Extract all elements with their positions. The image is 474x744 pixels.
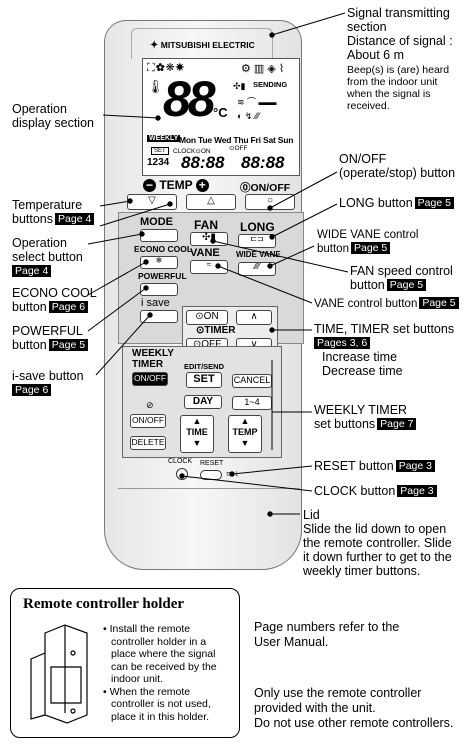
temp-label: TEMP [159, 178, 193, 192]
celsius-unit: °C [213, 105, 228, 120]
set-button[interactable]: SET [186, 372, 222, 388]
fan-label: FAN [194, 218, 218, 232]
clock-label: CLOCK [168, 458, 193, 465]
powerful-label: POWERFUL [138, 271, 187, 281]
weekly-onoff-set-button[interactable]: ON/OFF [130, 414, 166, 428]
time-increase-button[interactable]: ∧ [236, 310, 272, 325]
temp-up-button[interactable]: △ [186, 194, 236, 210]
timer-label: ⊙TIMER [196, 325, 236, 336]
wide-vane-button[interactable]: ⁄⁄⁄⁄ [238, 262, 276, 276]
temperature-digits: 88 [163, 71, 216, 127]
onoff-label: ⓪ON/OFF [240, 182, 291, 194]
econo-cool-button[interactable]: ❄ [140, 256, 178, 269]
holder-title: Remote controller holder [23, 596, 185, 612]
holder-box: Remote controller holder • Install the r… [10, 588, 240, 738]
weekly-onoff-button[interactable]: ON/OFF [132, 372, 168, 386]
time-display-2: 88:88 [241, 153, 285, 172]
edit-send-label: EDIT/SEND [184, 362, 225, 371]
mode-label: MODE [140, 216, 173, 228]
holder-instructions: • Install the remote controller holder i… [103, 623, 217, 723]
plus-icon: + [195, 179, 209, 192]
set-indicator: SET [151, 147, 169, 155]
econo-label: ECONO COOL [134, 244, 193, 254]
time-set-button[interactable]: ▲TIME▼ [180, 415, 214, 453]
vane-icon: ≋ ⌒ ▬▬ [237, 97, 277, 107]
swing-icon: ◐ ↯ ⁄⁄⁄ [237, 111, 260, 121]
onoff-callout: ON/OFF(operate/stop) button [339, 152, 456, 180]
wide-vane-label: WIDE VANE [236, 250, 281, 259]
operation-display: ⛶✿❋☀ ⚙ ▥ ◈ ⌇ 🌡 88 °C ✣▮ SENDING ≋ ⌒ ▬▬ ◐… [142, 58, 300, 176]
signal-transmitter [131, 28, 273, 59]
fan-icon: ✣▮ [233, 81, 246, 91]
sending-indicator: SENDING [253, 80, 288, 89]
reset-label: RESET [200, 460, 224, 467]
day-button[interactable]: DAY [184, 395, 222, 409]
lid-edge [118, 488, 300, 489]
status-icons: ⚙ ▥ ◈ ⌇ [241, 63, 285, 75]
minus-icon: − [143, 179, 156, 192]
clock-icon: ⊘ [146, 400, 154, 410]
thermometer-icon: 🌡 [147, 79, 164, 94]
mode-icons: ⛶✿❋☀ [147, 62, 186, 74]
powerful-button[interactable] [140, 283, 178, 296]
weekly-indicator: WEEKLY [147, 135, 181, 142]
vane-label: VANE [190, 247, 220, 259]
time-display-1: 88:88 [181, 153, 225, 172]
off-indicator: ⊙OFF [229, 145, 248, 152]
long-label: LONG [240, 220, 275, 234]
program-numbers: 1234 [147, 157, 170, 168]
long-button[interactable]: ⊏⊐ [238, 234, 276, 248]
weekdays-row: Mon Tue Wed Thu Fri Sat Sun [179, 135, 294, 145]
temp-row-label: − TEMP + [143, 178, 209, 192]
temp-set-button[interactable]: ▲TEMP▼ [228, 415, 262, 453]
isave-label: i save [141, 297, 170, 309]
delete-button[interactable]: DELETE [130, 436, 166, 450]
clock-on-indicator: CLOCK⊙ON [173, 148, 211, 155]
holder-illustration [30, 624, 88, 724]
brand-logo: ✦ MITSUBISHI ELECTRIC [150, 40, 255, 51]
timer-on-button[interactable]: ⊙ON [186, 310, 228, 325]
